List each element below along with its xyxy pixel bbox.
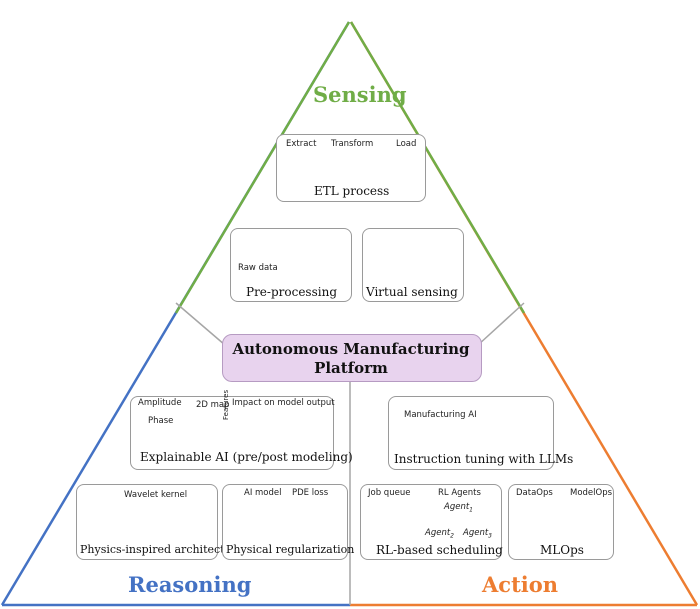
raw-data-label: Raw data	[238, 263, 278, 273]
rl-card	[360, 484, 502, 560]
agent-3-label: Agent3	[463, 528, 492, 540]
etl-step-transform: Transform	[331, 139, 374, 149]
rl-agents-label: RL Agents	[438, 488, 481, 498]
virtual-sensing-card	[362, 228, 464, 302]
agent-2-label: Agent2	[425, 528, 454, 540]
job-queue-label: Job queue	[368, 488, 411, 498]
physics-arch-card	[76, 484, 218, 560]
etl-card	[276, 134, 426, 202]
mlops-card	[508, 484, 614, 560]
preprocessing-card	[230, 228, 352, 302]
modelops-label: ModelOps	[570, 488, 613, 498]
amplitude-label: Amplitude	[138, 398, 182, 408]
features-label: Features	[222, 389, 230, 420]
center-platform-box	[222, 334, 482, 382]
phase-label: Phase	[148, 416, 174, 426]
instruction-card	[388, 396, 554, 470]
etl-step-extract: Extract	[286, 139, 317, 149]
ai-model-label: AI model	[244, 488, 282, 498]
etl-caption: ETL process	[314, 184, 390, 198]
divider-left	[175, 302, 226, 346]
center-title-line2: Platform	[314, 359, 388, 377]
xai-caption: Explainable AI (pre/post modeling)	[140, 450, 353, 464]
xai-card	[130, 396, 334, 470]
center-title-line1: Autonomous Manufacturing	[232, 340, 470, 358]
instruction-caption: Instruction tuning with LLMs	[394, 452, 574, 466]
sensing-edge-left	[174, 21, 351, 314]
impact-label: Impact on model output	[232, 398, 335, 408]
agent-1-label: Agent1	[444, 502, 473, 514]
manufacturing-ai-label: Manufacturing AI	[404, 410, 477, 420]
physical-reg-caption: Physical regularization	[226, 543, 355, 556]
virtual-sensing-caption: Virtual sensing	[366, 285, 458, 299]
mlops-caption: MLOps	[540, 543, 584, 557]
etl-step-load: Load	[396, 139, 417, 149]
sensing-title: Sensing	[313, 82, 407, 107]
physics-arch-caption: Physics-inspired architecture	[80, 543, 244, 556]
sensing-edge-right	[349, 21, 526, 314]
wavelet-kernel-label: Wavelet kernel	[124, 490, 188, 500]
rl-caption: RL-based scheduling	[376, 543, 503, 557]
preprocessing-caption: Pre-processing	[246, 285, 337, 299]
pde-loss-label: PDE loss	[292, 488, 329, 498]
dataops-label: DataOps	[516, 488, 553, 498]
divider-right	[477, 302, 525, 346]
physical-reg-card	[222, 484, 348, 560]
action-title: Action	[482, 572, 559, 597]
reasoning-title: Reasoning	[128, 572, 252, 597]
map-label: 2D map	[196, 400, 230, 410]
